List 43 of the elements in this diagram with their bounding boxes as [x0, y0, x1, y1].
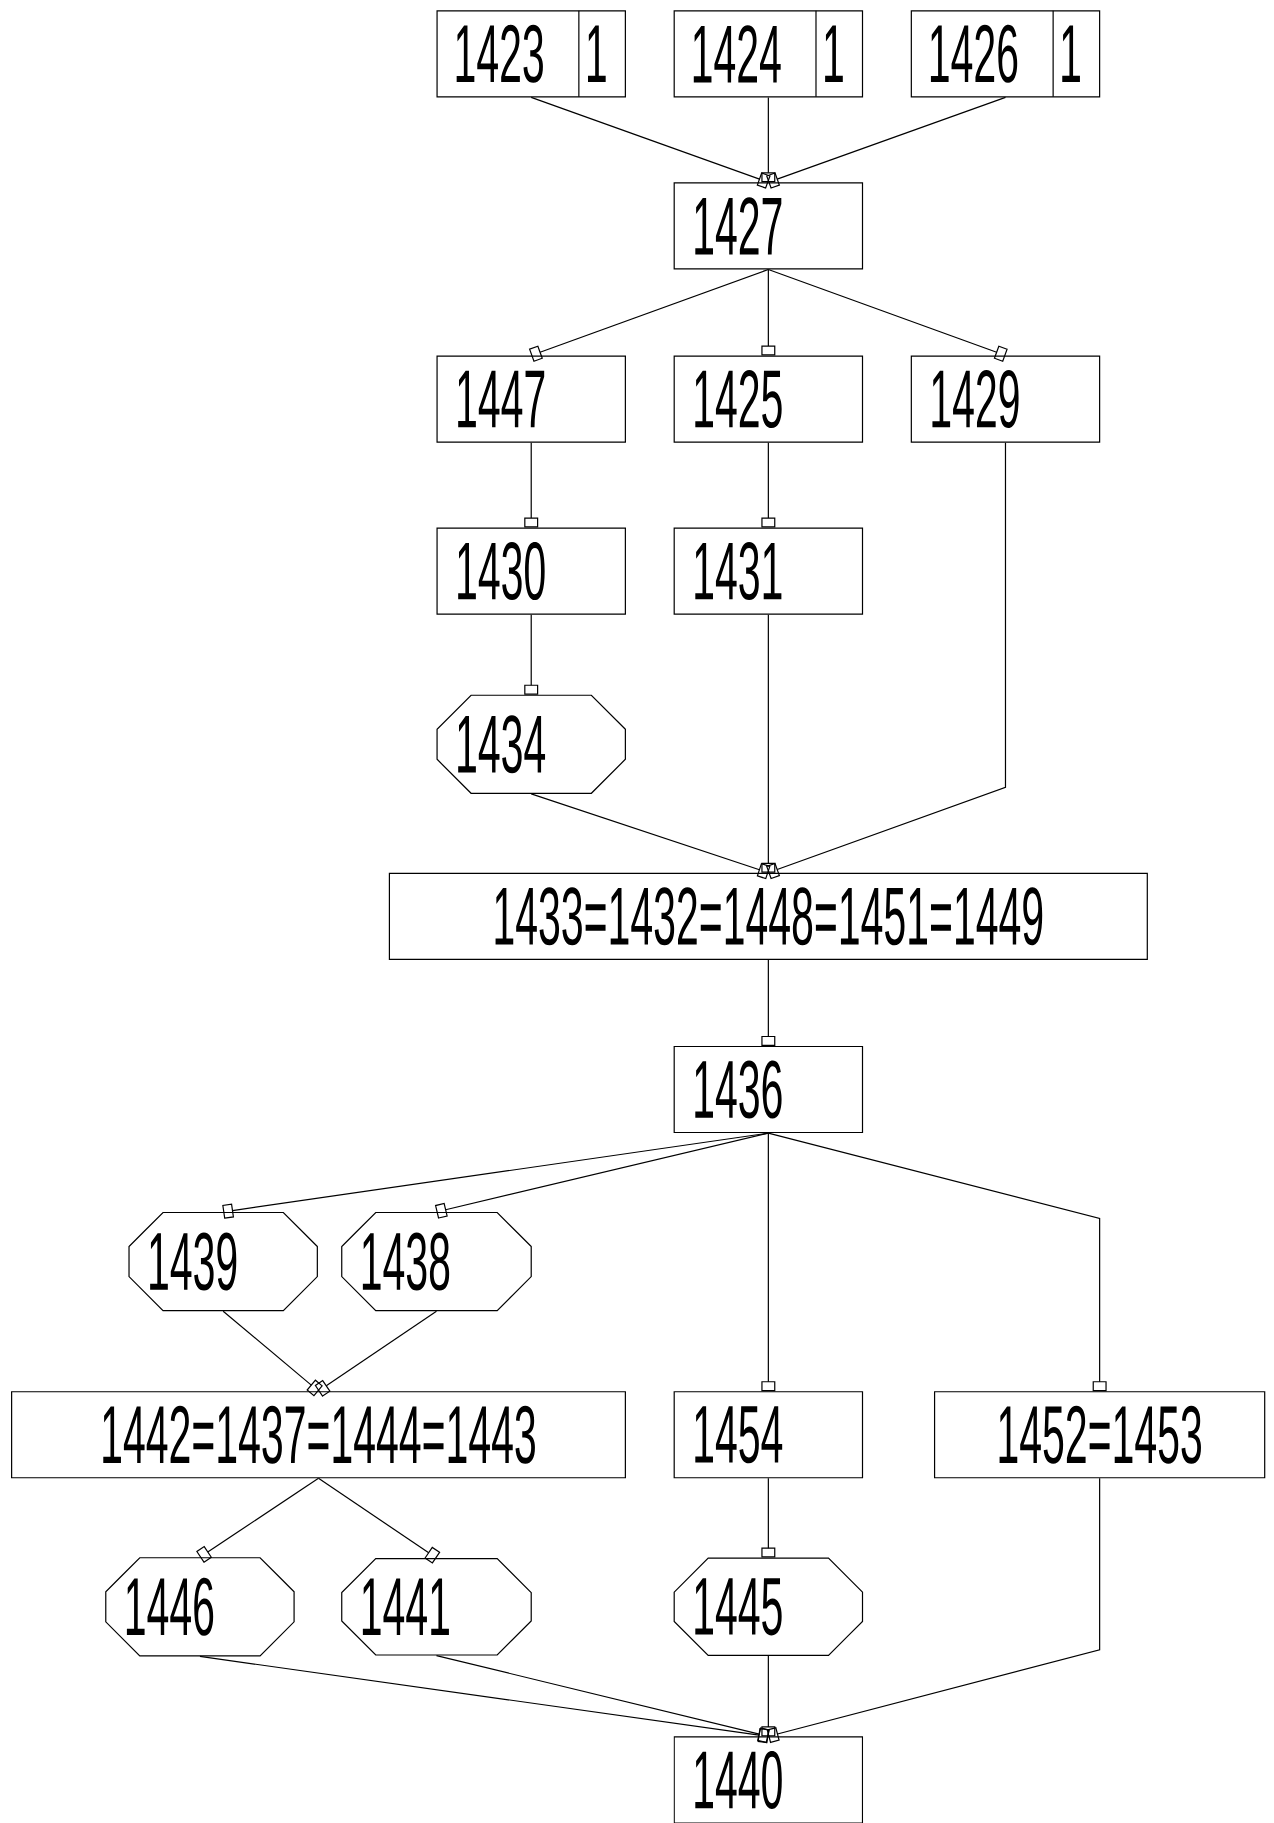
connector [767, 268, 1008, 362]
context-box: 1442=1437=1444=1443 [11, 1391, 626, 1479]
context-octagon: 1434 [436, 694, 626, 794]
context-box: 1423 1 [436, 10, 626, 98]
context-box: 1429 [910, 355, 1101, 443]
connector [761, 442, 776, 528]
connector [435, 1655, 770, 1744]
connector [524, 614, 539, 695]
connector [314, 1310, 438, 1397]
connector [767, 1132, 1107, 1392]
context-octagon: 1438 [341, 1211, 532, 1312]
context-box: 1430 [436, 527, 626, 615]
connector [524, 442, 539, 528]
context-box: 1431 [673, 527, 864, 615]
connector [761, 959, 776, 1046]
context-box: 1424 1 [673, 10, 864, 98]
connector [761, 1477, 776, 1558]
context-octagon: 1439 [128, 1211, 318, 1312]
connector [222, 1310, 323, 1397]
connector [196, 1477, 320, 1563]
context-box: 1425 [673, 355, 864, 443]
context-box: 1436 [673, 1045, 864, 1134]
context-box: 1426 1 [910, 10, 1101, 98]
connector [530, 793, 771, 880]
connector [761, 268, 776, 356]
connector [199, 1655, 770, 1744]
context-box: 1433=1432=1448=1451=1449 [388, 872, 1148, 960]
context-box: 1427 [673, 182, 864, 270]
context-octagon: 1441 [341, 1557, 532, 1656]
connector [766, 96, 1007, 189]
context-box: 1440 [673, 1736, 864, 1823]
context-box: 1447 [436, 355, 626, 443]
connector [766, 442, 1007, 880]
connector [761, 96, 776, 183]
context-box: 1454 [673, 1391, 864, 1479]
connector [530, 96, 771, 189]
connector [761, 1132, 776, 1392]
connector [761, 1655, 776, 1737]
context-box: 1452=1453 [934, 1391, 1266, 1479]
connector [317, 1477, 441, 1564]
context-octagon: 1446 [105, 1557, 295, 1657]
context-octagon: 1445 [673, 1557, 864, 1656]
connector [761, 614, 776, 873]
